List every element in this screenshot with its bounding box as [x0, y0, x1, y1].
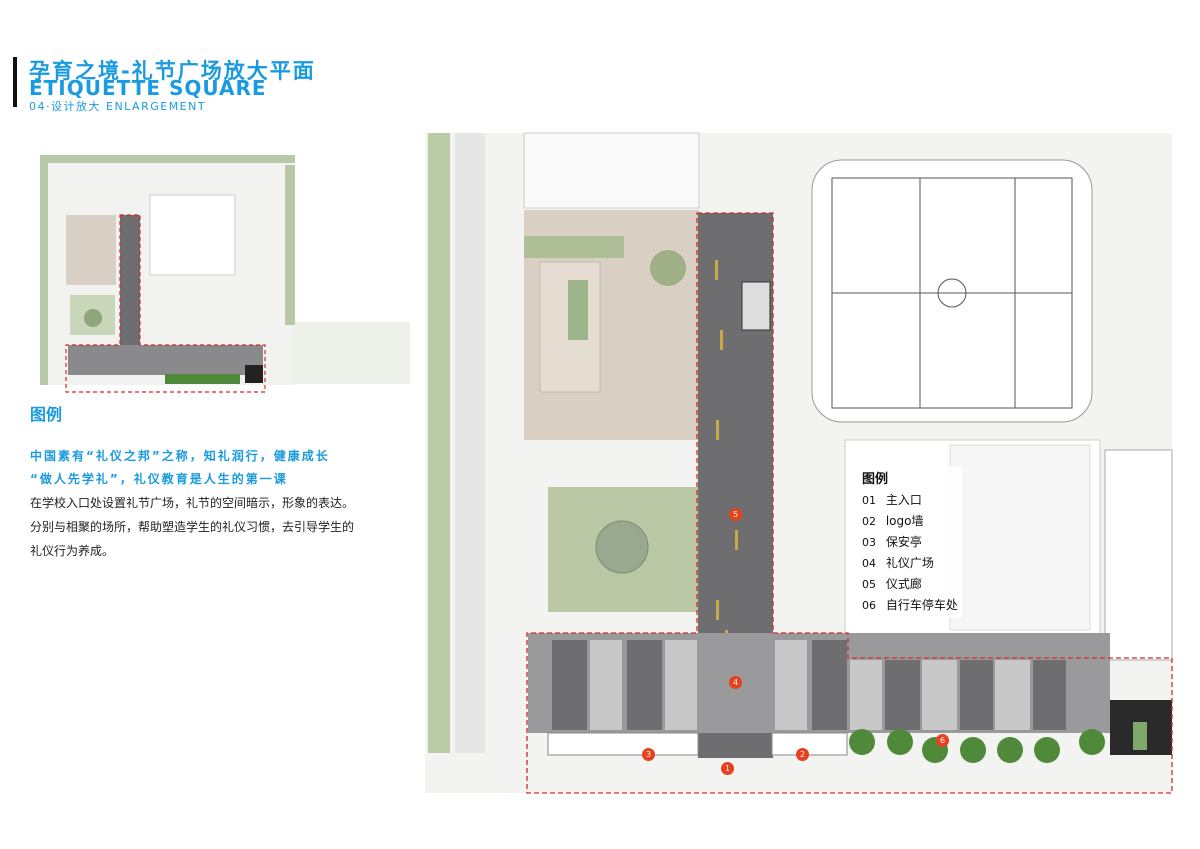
- plan-legend: 图例 01 主入口 02 logo墙 03 保安亭 04 礼仪广场 05 仪式廊…: [858, 466, 962, 618]
- intro-heading: 图例: [30, 405, 63, 424]
- legend-item: 02 logo墙: [862, 511, 958, 532]
- legend-label: 自行车停车处: [885, 598, 958, 612]
- legend-label: 主入口: [885, 493, 922, 507]
- enlargement-boundary: [526, 212, 1173, 794]
- legend-num: 01: [862, 494, 876, 507]
- enlarged-plan: [425, 132, 1173, 794]
- marker-guard-booth: 3: [642, 748, 655, 761]
- intro-body-3: 礼仪行为养成。: [30, 544, 115, 558]
- legend-label: 仪式廊: [885, 577, 922, 591]
- intro-highlight-1: 中国素有“礼仪之邦”之称，知礼润行，健康成长: [30, 449, 330, 463]
- marker-logo-wall: 2: [796, 748, 809, 761]
- plan-legend-heading: 图例: [862, 472, 889, 487]
- legend-label: 礼仪广场: [885, 556, 934, 570]
- intro-body-1: 在学校入口处设置礼节广场，礼节的空间暗示，形象的表达。: [30, 496, 355, 510]
- legend-num: 05: [862, 578, 876, 591]
- legend-label: logo墙: [885, 514, 924, 528]
- marker-ceremony-corridor: 5: [729, 508, 742, 521]
- legend-item: 03 保安亭: [862, 532, 958, 553]
- marker-etiquette-plaza: 4: [729, 676, 742, 689]
- marker-bike-parking: 6: [936, 734, 949, 747]
- page-title: 孕育之境-礼节广场放大平面: [29, 59, 316, 83]
- title-accent-bar: [13, 57, 17, 107]
- legend-item: 05 仪式廊: [862, 574, 958, 595]
- page-title-en: ETIQUETTE SQUARE: [29, 76, 267, 100]
- legend-num: 04: [862, 557, 876, 570]
- key-plan: [40, 155, 410, 393]
- legend-item: 01 主入口: [862, 490, 958, 511]
- marker-main-entrance: 1: [721, 762, 734, 775]
- legend-item: 04 礼仪广场: [862, 553, 958, 574]
- legend-num: 06: [862, 599, 876, 612]
- page-subtitle: 04·设计放大 ENLARGEMENT: [29, 100, 207, 113]
- legend-num: 03: [862, 536, 876, 549]
- intro-highlight-2: “做人先学礼”，礼仪教育是人生的第一课: [30, 472, 288, 486]
- legend-item: 06 自行车停车处: [862, 595, 958, 616]
- intro-body-2: 分别与相聚的场所，帮助塑造学生的礼仪习惯，去引导学生的: [30, 520, 355, 534]
- legend-label: 保安亭: [885, 535, 922, 549]
- legend-num: 02: [862, 515, 876, 528]
